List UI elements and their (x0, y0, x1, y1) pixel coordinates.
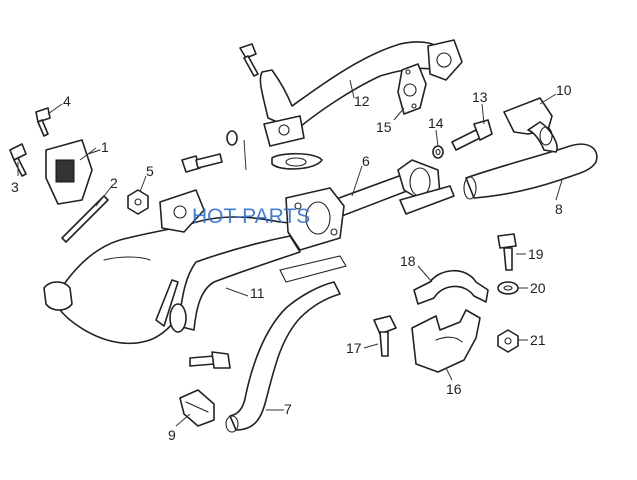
part-20-washer (497, 281, 519, 295)
part-17-bolt (373, 315, 397, 357)
callout-9: 9 (168, 427, 176, 443)
part-12-upper-pipe (259, 39, 463, 147)
callout-21: 21 (530, 332, 546, 348)
part-2-bracket (61, 195, 109, 243)
oval-gasket (169, 303, 187, 333)
leader-lines (17, 79, 563, 427)
callout-1: 1 (101, 139, 109, 155)
part-16-bracket (411, 309, 481, 373)
callout-12: 12 (354, 93, 370, 109)
bolt-lower (189, 351, 231, 369)
part-15-gasket (397, 63, 427, 115)
callout-15: 15 (376, 119, 392, 135)
callout-16: 16 (446, 381, 462, 397)
bolt-mid (181, 153, 223, 173)
part-7-lower-pipe (225, 281, 341, 433)
callouts: 1 2 3 4 5 6 7 8 9 10 11 12 13 14 15 16 1… (11, 82, 572, 443)
callout-3: 3 (11, 179, 19, 195)
part-3-bolt (9, 143, 27, 177)
heat-shield-gasket (155, 279, 179, 327)
part-4-bolt (35, 107, 51, 137)
callout-11: 11 (250, 285, 265, 301)
part-1-actuator (45, 139, 101, 205)
part-14-washer (432, 145, 444, 159)
part-8-hose (463, 143, 598, 200)
part-13-bolt (451, 119, 493, 151)
callout-13: 13 (472, 89, 488, 105)
flange-gasket (271, 152, 323, 170)
callout-14: 14 (428, 115, 444, 131)
callout-10: 10 (556, 82, 572, 98)
part-5-nut (127, 189, 149, 215)
flange-joint (285, 187, 345, 251)
part-18-hanger (413, 269, 489, 305)
callout-5: 5 (146, 163, 154, 179)
part-21-nut (497, 329, 519, 353)
part-10-elbow (503, 97, 558, 153)
part-19-bolt (497, 233, 517, 271)
callout-20: 20 (530, 280, 546, 296)
callout-8: 8 (555, 201, 563, 217)
callout-7: 7 (284, 401, 292, 417)
washer-mid (226, 130, 238, 146)
callout-4: 4 (63, 93, 71, 109)
callout-17: 17 (346, 340, 362, 356)
bolt-top (239, 43, 259, 77)
callout-19: 19 (528, 246, 544, 262)
watermark-text: HOT-PARTS (192, 205, 310, 228)
callout-18: 18 (400, 253, 416, 269)
callout-6: 6 (362, 153, 370, 169)
part-9-fitting (179, 389, 215, 427)
callout-2: 2 (110, 175, 118, 191)
